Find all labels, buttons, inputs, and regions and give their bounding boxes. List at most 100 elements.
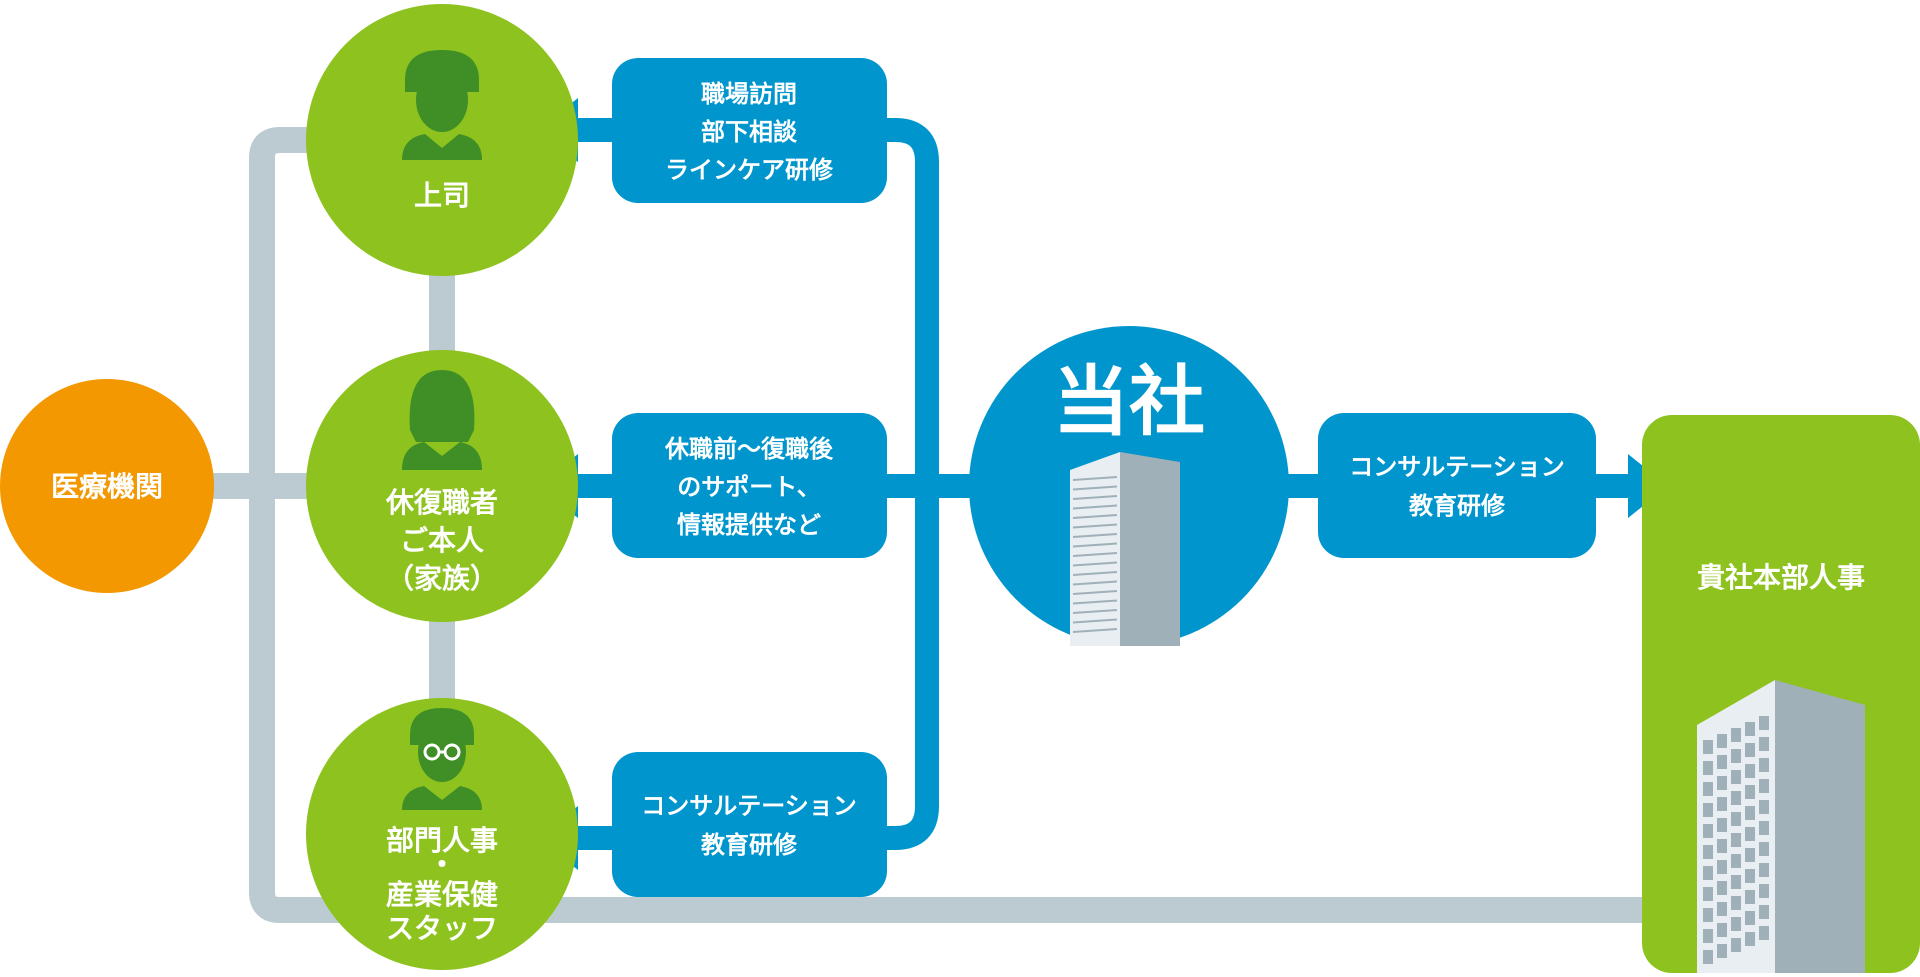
service-to-boss-line-3: ラインケア研修: [665, 156, 834, 184]
building-window: [1745, 869, 1755, 883]
building-window: [1759, 800, 1769, 814]
building-window: [1717, 923, 1727, 937]
building-window: [1759, 758, 1769, 772]
node-boss: 上司: [306, 4, 578, 276]
company-label: 当社: [1053, 357, 1205, 446]
building-window: [1703, 803, 1713, 817]
building-window: [1745, 764, 1755, 778]
building-window: [1759, 926, 1769, 940]
building-window-strip: [1072, 561, 1118, 567]
building-window: [1731, 917, 1741, 931]
building-window: [1717, 881, 1727, 895]
building-window-strip: [1072, 476, 1118, 481]
person-label-line-2: ご本人: [400, 524, 484, 557]
building-window: [1731, 854, 1741, 868]
building-window: [1703, 761, 1713, 775]
building-window-strip: [1072, 533, 1118, 538]
building-window: [1759, 716, 1769, 730]
service-to-hr-line-2: 教育研修: [701, 831, 798, 859]
female-person-icon: [402, 370, 482, 470]
building-window-strip: [1072, 514, 1118, 519]
hr-label-line-2: ・: [428, 848, 456, 881]
building-window: [1745, 806, 1755, 820]
building-window: [1731, 770, 1741, 784]
building-window-strip: [1072, 618, 1118, 624]
building-window: [1731, 833, 1741, 847]
building-window: [1703, 740, 1713, 754]
office-building-icon: [1070, 452, 1180, 646]
service-to-person-line-2: のサポート、: [677, 473, 821, 501]
building-window: [1717, 944, 1727, 958]
node-hr-dept: 部門人事 ・ 産業保健 スタッフ: [306, 698, 578, 970]
building-window: [1745, 911, 1755, 925]
building-window: [1731, 749, 1741, 763]
boss-label: 上司: [414, 179, 470, 212]
building-window-strip: [1072, 552, 1118, 557]
building-window-strip: [1072, 485, 1118, 491]
building-window: [1717, 755, 1727, 769]
building-window-strip: [1072, 504, 1118, 510]
connector-top-left: [249, 127, 1650, 923]
building-window-strip: [1072, 599, 1118, 605]
building-window: [1717, 818, 1727, 832]
building-window-strip: [1072, 571, 1118, 576]
node-person: 休復職者 ご本人 （家族）: [306, 350, 578, 622]
service-to-person-line-1: 休職前～復職後: [664, 435, 834, 463]
person-label-line-1: 休復職者: [385, 486, 498, 519]
building-window: [1745, 722, 1755, 736]
node-medical-institution: 医療機関: [0, 379, 214, 593]
building-window: [1759, 821, 1769, 835]
building-window-strip: [1072, 628, 1118, 633]
service-to-client-line-1: コンサルテーション: [1349, 453, 1565, 481]
building-window: [1717, 776, 1727, 790]
service-box-to-hr: コンサルテーション 教育研修: [612, 752, 887, 897]
building-window: [1703, 887, 1713, 901]
hr-label-line-4: スタッフ: [386, 912, 498, 945]
node-company: 当社: [969, 326, 1289, 646]
building-window-strip: [1072, 523, 1118, 529]
medical-label: 医療機関: [51, 470, 163, 503]
building-window: [1759, 863, 1769, 877]
building-window: [1731, 938, 1741, 952]
building-window: [1745, 848, 1755, 862]
building-window: [1745, 932, 1755, 946]
service-box-to-boss: 職場訪問 部下相談 ラインケア研修: [612, 58, 887, 203]
building-window: [1717, 860, 1727, 874]
building-window-strip: [1072, 542, 1118, 548]
service-to-boss-line-1: 職場訪問: [701, 80, 797, 108]
building-window: [1759, 905, 1769, 919]
building-window: [1759, 842, 1769, 856]
node-client-hq: 貴社本部人事: [1642, 415, 1920, 973]
building-window: [1717, 734, 1727, 748]
building-window: [1731, 812, 1741, 826]
client-hq-label: 貴社本部人事: [1697, 561, 1865, 594]
building-window: [1717, 839, 1727, 853]
office-building-icon: [1697, 680, 1865, 973]
building-window-strip: [1072, 609, 1118, 614]
building-window: [1731, 791, 1741, 805]
building-window: [1703, 782, 1713, 796]
building-window: [1703, 950, 1713, 964]
building-window: [1703, 866, 1713, 880]
glasses-mark: [423, 743, 461, 761]
building-window: [1731, 875, 1741, 889]
building-window-strip: [1072, 580, 1118, 586]
hr-label-line-3: 産業保健: [386, 878, 498, 911]
building-window: [1745, 827, 1755, 841]
building-window: [1759, 737, 1769, 751]
service-to-client-line-2: 教育研修: [1409, 492, 1506, 520]
building-window: [1745, 785, 1755, 799]
building-window-strip: [1072, 495, 1118, 500]
service-to-hr-line-1: コンサルテーション: [641, 792, 857, 820]
building-window: [1717, 797, 1727, 811]
service-box-to-person: 休職前～復職後 のサポート、 情報提供など: [612, 413, 887, 558]
building-window: [1717, 902, 1727, 916]
service-to-person-line-3: 情報提供など: [677, 511, 821, 539]
person-label-line-3: （家族）: [386, 562, 498, 595]
male-person-icon: [402, 50, 482, 160]
building-window: [1731, 896, 1741, 910]
building-window: [1745, 890, 1755, 904]
building-window: [1703, 908, 1713, 922]
